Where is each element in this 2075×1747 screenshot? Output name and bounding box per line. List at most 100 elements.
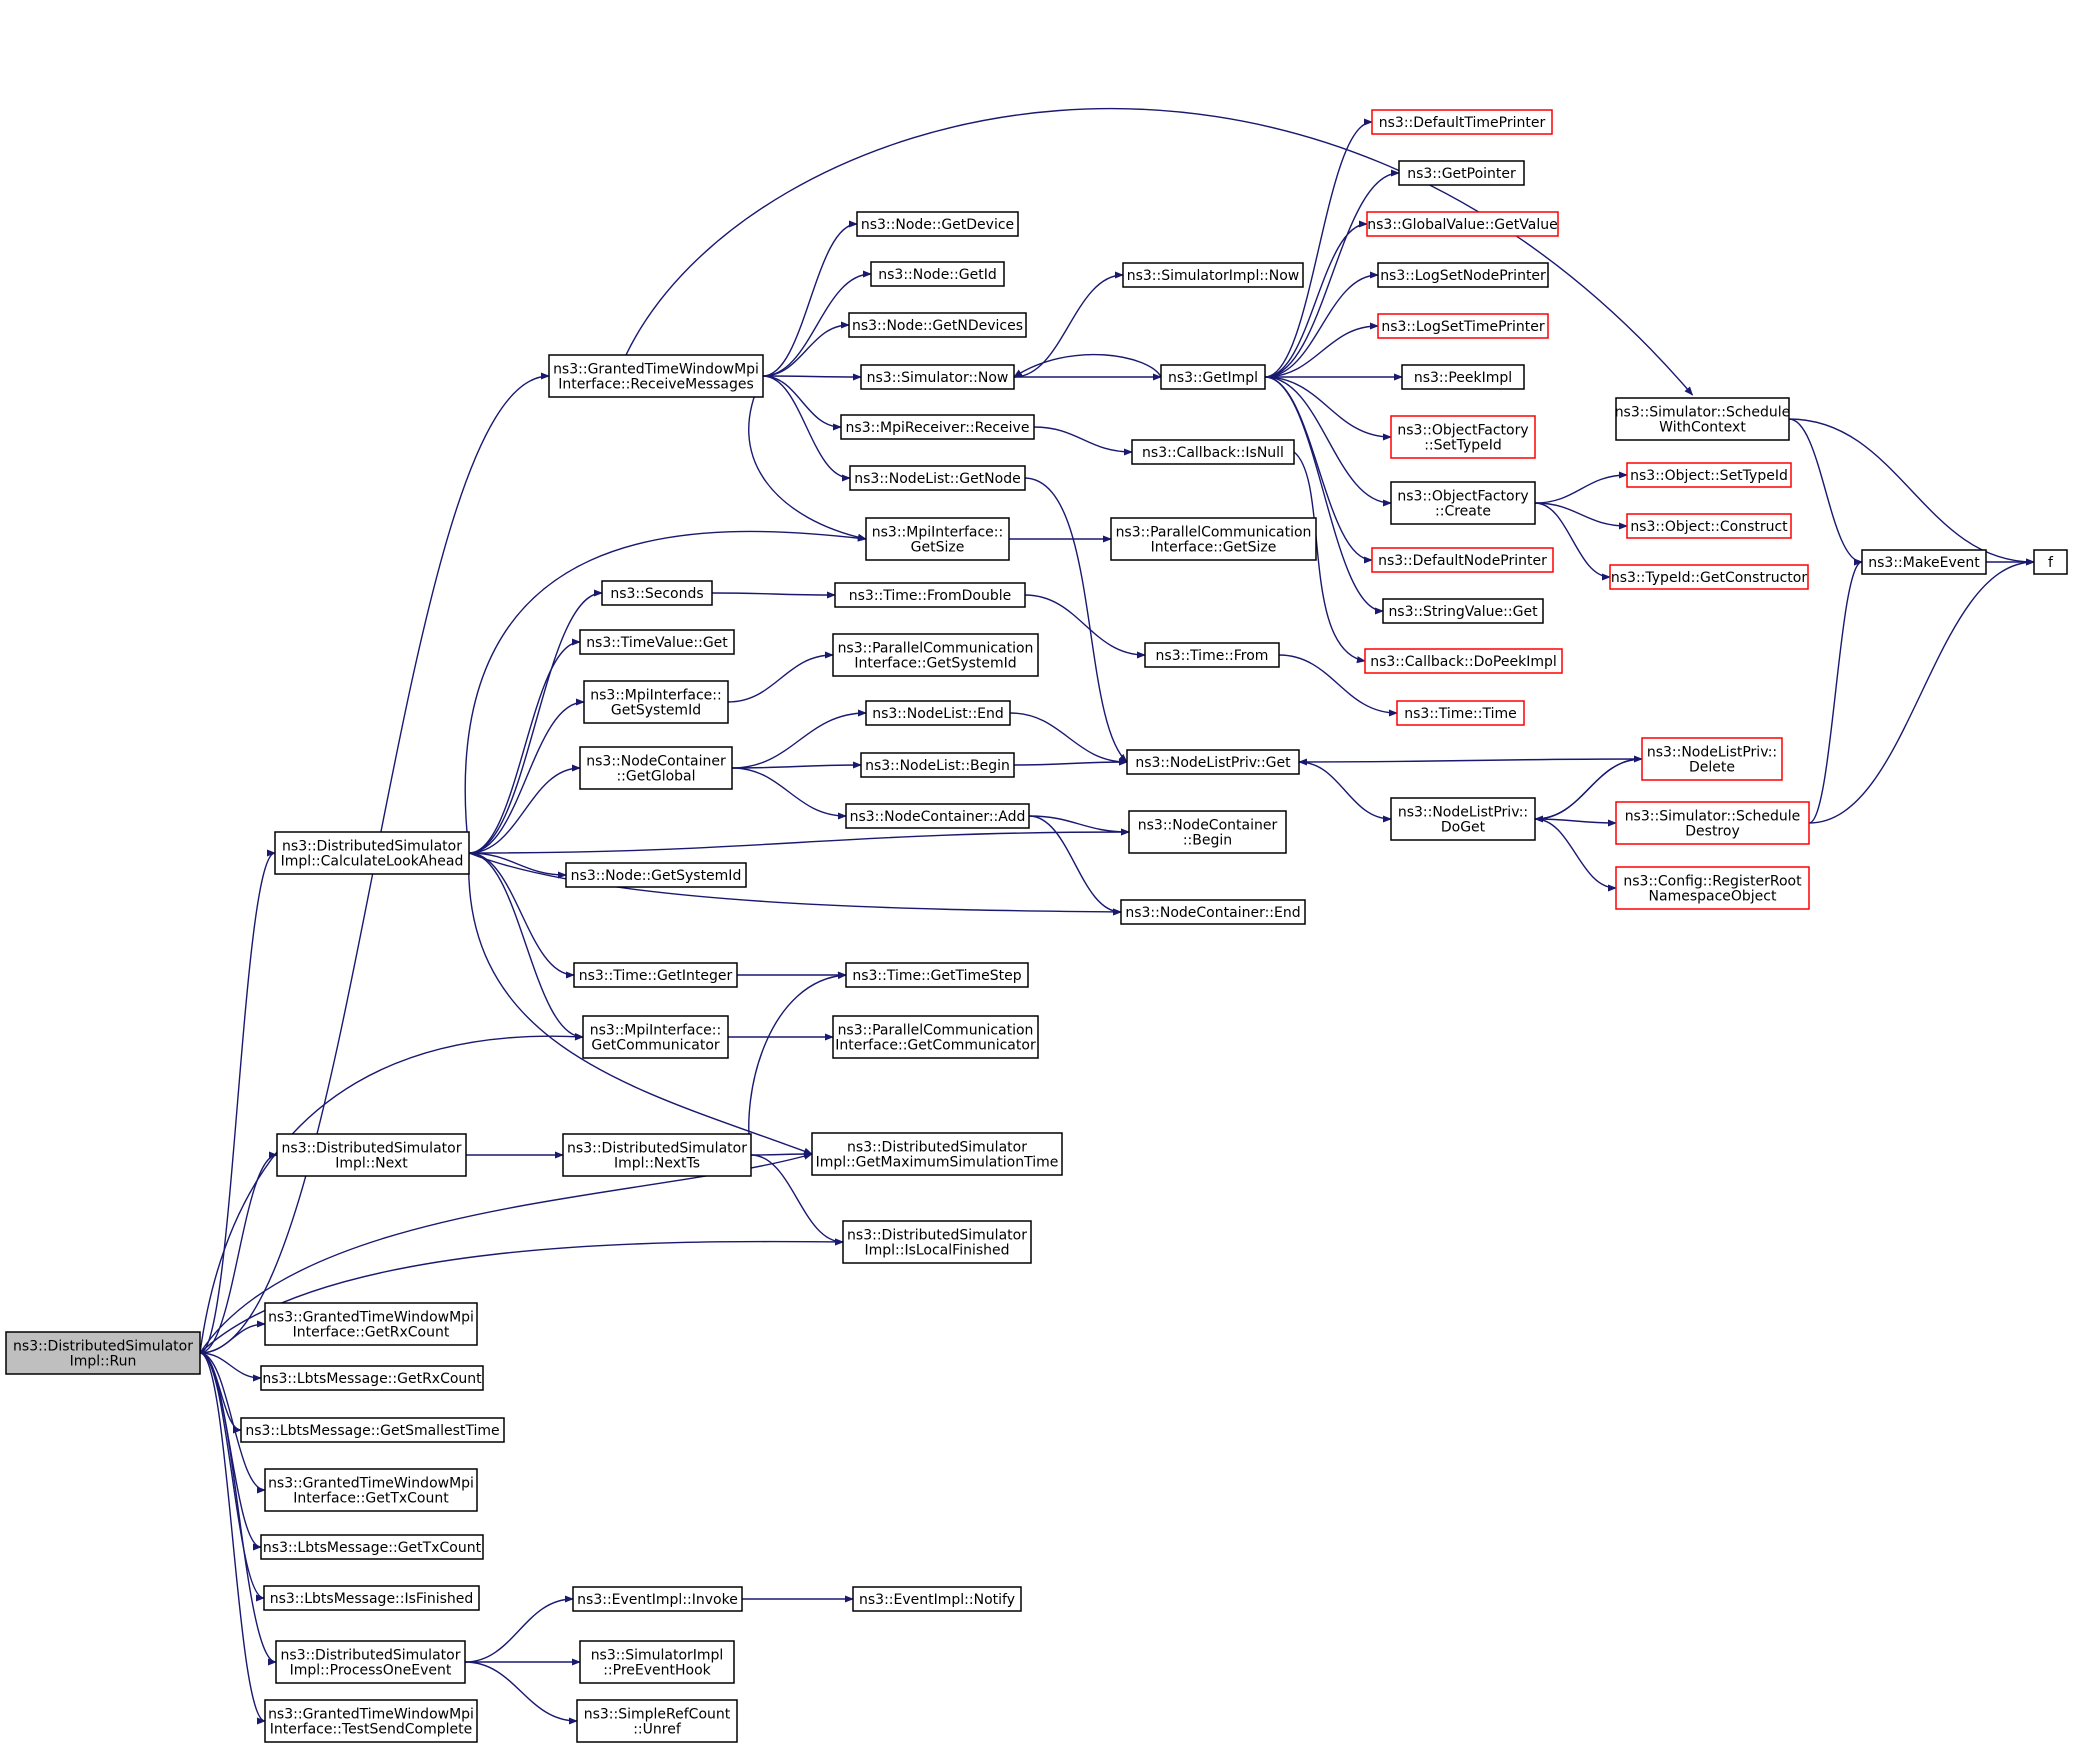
- node-event-notify[interactable]: ns3::EventImpl::Notify: [852, 1586, 1022, 1612]
- node-gtw-get-rx-count[interactable]: ns3::GrantedTimeWindowMpiInterface::GetR…: [264, 1302, 478, 1346]
- node-pc-get-size[interactable]: ns3::ParallelCommunicationInterface::Get…: [1110, 517, 1317, 561]
- node-label: ns3::ObjectFactory: [1397, 489, 1528, 505]
- node-callback-do-peek-impl[interactable]: ns3::Callback::DoPeekImpl: [1364, 648, 1563, 674]
- node-pc-get-communicator[interactable]: ns3::ParallelCommunicationInterface::Get…: [832, 1015, 1039, 1059]
- node-label: ns3::Node::GetSystemId: [571, 868, 742, 884]
- node-label: ns3::NodeContainer: [586, 754, 726, 770]
- node-f[interactable]: f: [2033, 549, 2068, 575]
- edge-next-ts-to-time-get-time-step: [748, 971, 847, 1156]
- node-simulator-now[interactable]: ns3::Simulator::Now: [860, 364, 1015, 390]
- node-lbts-get-rx-count[interactable]: ns3::LbtsMessage::GetRxCount: [260, 1365, 484, 1391]
- node-global-value-get-value[interactable]: ns3::GlobalValue::GetValue: [1366, 211, 1559, 237]
- node-nodelist-end[interactable]: ns3::NodeList::End: [865, 700, 1011, 726]
- node-node-get-id[interactable]: ns3::Node::GetId: [870, 261, 1005, 287]
- node-box: [1861, 549, 1987, 575]
- node-object-factory-create[interactable]: ns3::ObjectFactory::Create: [1390, 481, 1536, 525]
- node-object-construct[interactable]: ns3::Object::Construct: [1626, 513, 1792, 539]
- node-default-time-printer[interactable]: ns3::DefaultTimePrinter: [1371, 109, 1553, 135]
- node-node-container-end[interactable]: ns3::NodeContainer::End: [1120, 899, 1306, 925]
- node-lbts-get-tx-count[interactable]: ns3::LbtsMessage::GetTxCount: [260, 1534, 484, 1560]
- node-label: GetCommunicator: [591, 1038, 720, 1054]
- node-box: [579, 746, 733, 790]
- node-box: [1382, 598, 1544, 624]
- node-label: Interface::GetRxCount: [293, 1325, 450, 1341]
- node-gtw-test-send-complete[interactable]: ns3::GrantedTimeWindowMpiInterface::Test…: [264, 1699, 478, 1743]
- node-mpi-get-communicator[interactable]: ns3::MpiInterface::GetCommunicator: [582, 1015, 729, 1059]
- node-node-container-add[interactable]: ns3::NodeContainer::Add: [845, 803, 1030, 829]
- node-box: [1126, 749, 1300, 775]
- edge-receive-messages-to-node-get-id: [762, 270, 872, 377]
- node-callback-is-null[interactable]: ns3::Callback::IsNull: [1131, 439, 1295, 465]
- node-string-value-get[interactable]: ns3::StringValue::Get: [1382, 598, 1544, 624]
- node-nodelist-begin[interactable]: ns3::NodeList::Begin: [860, 752, 1015, 778]
- node-box: [845, 962, 1029, 988]
- node-simimpl-now[interactable]: ns3::SimulatorImpl::Now: [1122, 262, 1304, 288]
- node-mpi-get-size[interactable]: ns3::MpiInterface::GetSize: [865, 517, 1010, 561]
- node-pre-event-hook[interactable]: ns3::SimulatorImpl::PreEventHook: [579, 1640, 735, 1684]
- node-lbts-is-finished[interactable]: ns3::LbtsMessage::IsFinished: [263, 1585, 480, 1611]
- node-object-set-type-id[interactable]: ns3::Object::SetTypeId: [1626, 462, 1792, 488]
- node-label: ns3::DefaultTimePrinter: [1379, 115, 1546, 131]
- node-make-event[interactable]: ns3::MakeEvent: [1861, 549, 1987, 575]
- node-time-get-integer[interactable]: ns3::Time::GetInteger: [573, 962, 738, 988]
- node-time-from[interactable]: ns3::Time::From: [1144, 642, 1280, 668]
- node-node-get-system-id[interactable]: ns3::Node::GetSystemId: [565, 862, 747, 888]
- edge-receive-messages-to-simulator-now: [762, 373, 862, 381]
- node-time-get-time-step[interactable]: ns3::Time::GetTimeStep: [845, 962, 1029, 988]
- node-get-impl[interactable]: ns3::GetImpl: [1160, 364, 1266, 390]
- node-simple-ref-unref[interactable]: ns3::SimpleRefCount::Unref: [576, 1699, 738, 1743]
- node-mpi-get-system-id[interactable]: ns3::MpiInterface::GetSystemId: [583, 680, 729, 724]
- node-pc-get-system-id[interactable]: ns3::ParallelCommunicationInterface::Get…: [832, 633, 1039, 677]
- node-log-set-node-printer[interactable]: ns3::LogSetNodePrinter: [1377, 262, 1549, 288]
- node-time-time[interactable]: ns3::Time::Time: [1396, 700, 1525, 726]
- node-label: ns3::NodeListPriv::Get: [1135, 755, 1291, 771]
- node-label: ns3::Callback::IsNull: [1142, 445, 1284, 461]
- node-event-invoke[interactable]: ns3::EventImpl::Invoke: [572, 1586, 743, 1612]
- nodes-layer: ns3::DistributedSimulatorImpl::Runns3::G…: [5, 109, 2068, 1743]
- node-object-factory-set-type-id[interactable]: ns3::ObjectFactory::SetTypeId: [1390, 415, 1536, 459]
- node-calc-lookahead[interactable]: ns3::DistributedSimulatorImpl::Calculate…: [274, 831, 470, 875]
- node-node-container-get-global[interactable]: ns3::NodeContainer::GetGlobal: [579, 746, 733, 790]
- node-nodelist-get-node[interactable]: ns3::NodeList::GetNode: [849, 465, 1026, 491]
- node-mpi-receiver-receive[interactable]: ns3::MpiReceiver::Receive: [840, 414, 1035, 440]
- node-nodelistpriv-do-get[interactable]: ns3::NodeListPriv::DoGet: [1390, 797, 1536, 841]
- node-seconds[interactable]: ns3::Seconds: [601, 580, 713, 606]
- node-label: ns3::Time::GetInteger: [579, 968, 733, 984]
- node-receive-messages[interactable]: ns3::GrantedTimeWindowMpiInterface::Rece…: [548, 354, 764, 398]
- node-box: [579, 1640, 735, 1684]
- node-box: [2033, 549, 2068, 575]
- node-label: ns3::Time::Time: [1404, 706, 1516, 722]
- node-label: ns3::LogSetTimePrinter: [1381, 319, 1545, 335]
- node-log-set-time-printer[interactable]: ns3::LogSetTimePrinter: [1377, 313, 1549, 339]
- node-process-one-event[interactable]: ns3::DistributedSimulatorImpl::ProcessOn…: [275, 1640, 466, 1684]
- node-lbts-get-smallest-time[interactable]: ns3::LbtsMessage::GetSmallestTime: [240, 1417, 505, 1443]
- node-box: [1364, 648, 1563, 674]
- node-time-value-get[interactable]: ns3::TimeValue::Get: [579, 629, 735, 655]
- node-nodelistpriv-get[interactable]: ns3::NodeListPriv::Get: [1126, 749, 1300, 775]
- node-nodelistpriv-delete[interactable]: ns3::NodeListPriv::Delete: [1641, 737, 1783, 781]
- node-node-get-n-devices[interactable]: ns3::Node::GetNDevices: [848, 312, 1027, 338]
- node-label: ns3::Node::GetNDevices: [852, 318, 1023, 334]
- node-label: ns3::DistributedSimulator: [567, 1141, 747, 1157]
- node-peek-impl[interactable]: ns3::PeekImpl: [1401, 364, 1525, 390]
- node-label: ns3::NodeListPriv::: [1647, 745, 1777, 761]
- node-label: ns3::Simulator::Now: [867, 370, 1009, 386]
- node-time-from-double[interactable]: ns3::Time::FromDouble: [834, 582, 1026, 608]
- node-gtw-get-tx-count[interactable]: ns3::GrantedTimeWindowMpiInterface::GetT…: [264, 1468, 478, 1512]
- node-node-get-device[interactable]: ns3::Node::GetDevice: [856, 211, 1019, 237]
- edge-nodelistpriv-do-get-to-schedule-destroy: [1534, 818, 1617, 827]
- node-get-max-sim-time[interactable]: ns3::DistributedSimulatorImpl::GetMaximu…: [811, 1132, 1063, 1176]
- node-label: ns3::MpiInterface::: [590, 1023, 721, 1039]
- node-is-local-finished[interactable]: ns3::DistributedSimulatorImpl::IsLocalFi…: [842, 1220, 1032, 1264]
- edge-mpi-receiver-receive-to-callback-is-null: [1033, 426, 1133, 456]
- node-typeid-get-constructor[interactable]: ns3::TypeId::GetConstructor: [1609, 564, 1809, 590]
- node-box: [865, 517, 1010, 561]
- node-get-pointer[interactable]: ns3::GetPointer: [1398, 160, 1525, 186]
- node-node-container-begin[interactable]: ns3::NodeContainer::Begin: [1128, 810, 1287, 854]
- node-default-node-printer[interactable]: ns3::DefaultNodePrinter: [1371, 547, 1554, 573]
